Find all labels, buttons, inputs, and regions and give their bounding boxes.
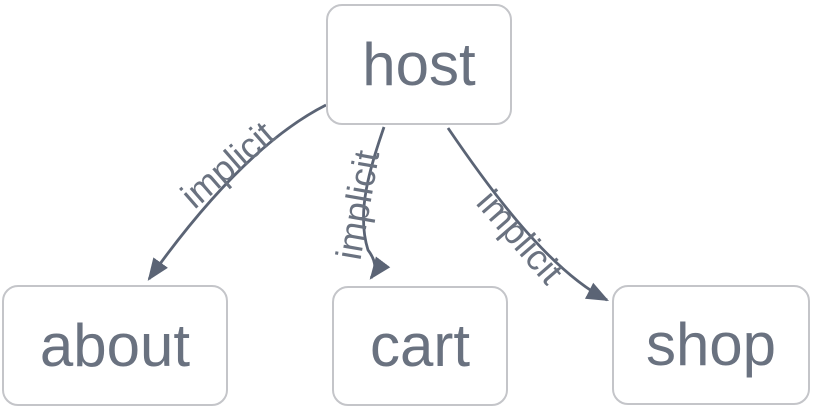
node-about-label: about — [39, 311, 191, 379]
node-shop[interactable]: shop — [612, 285, 810, 405]
edge-host-about — [147, 103, 327, 281]
node-cart-label: cart — [369, 312, 471, 379]
node-about[interactable]: about — [2, 285, 228, 406]
node-shop-label: shop — [645, 311, 777, 378]
edge-host-cart — [362, 126, 391, 280]
node-host[interactable]: host — [326, 4, 512, 125]
edge-host-shop — [446, 127, 609, 302]
node-cart[interactable]: cart — [332, 286, 508, 406]
node-host-label: host — [362, 30, 476, 98]
